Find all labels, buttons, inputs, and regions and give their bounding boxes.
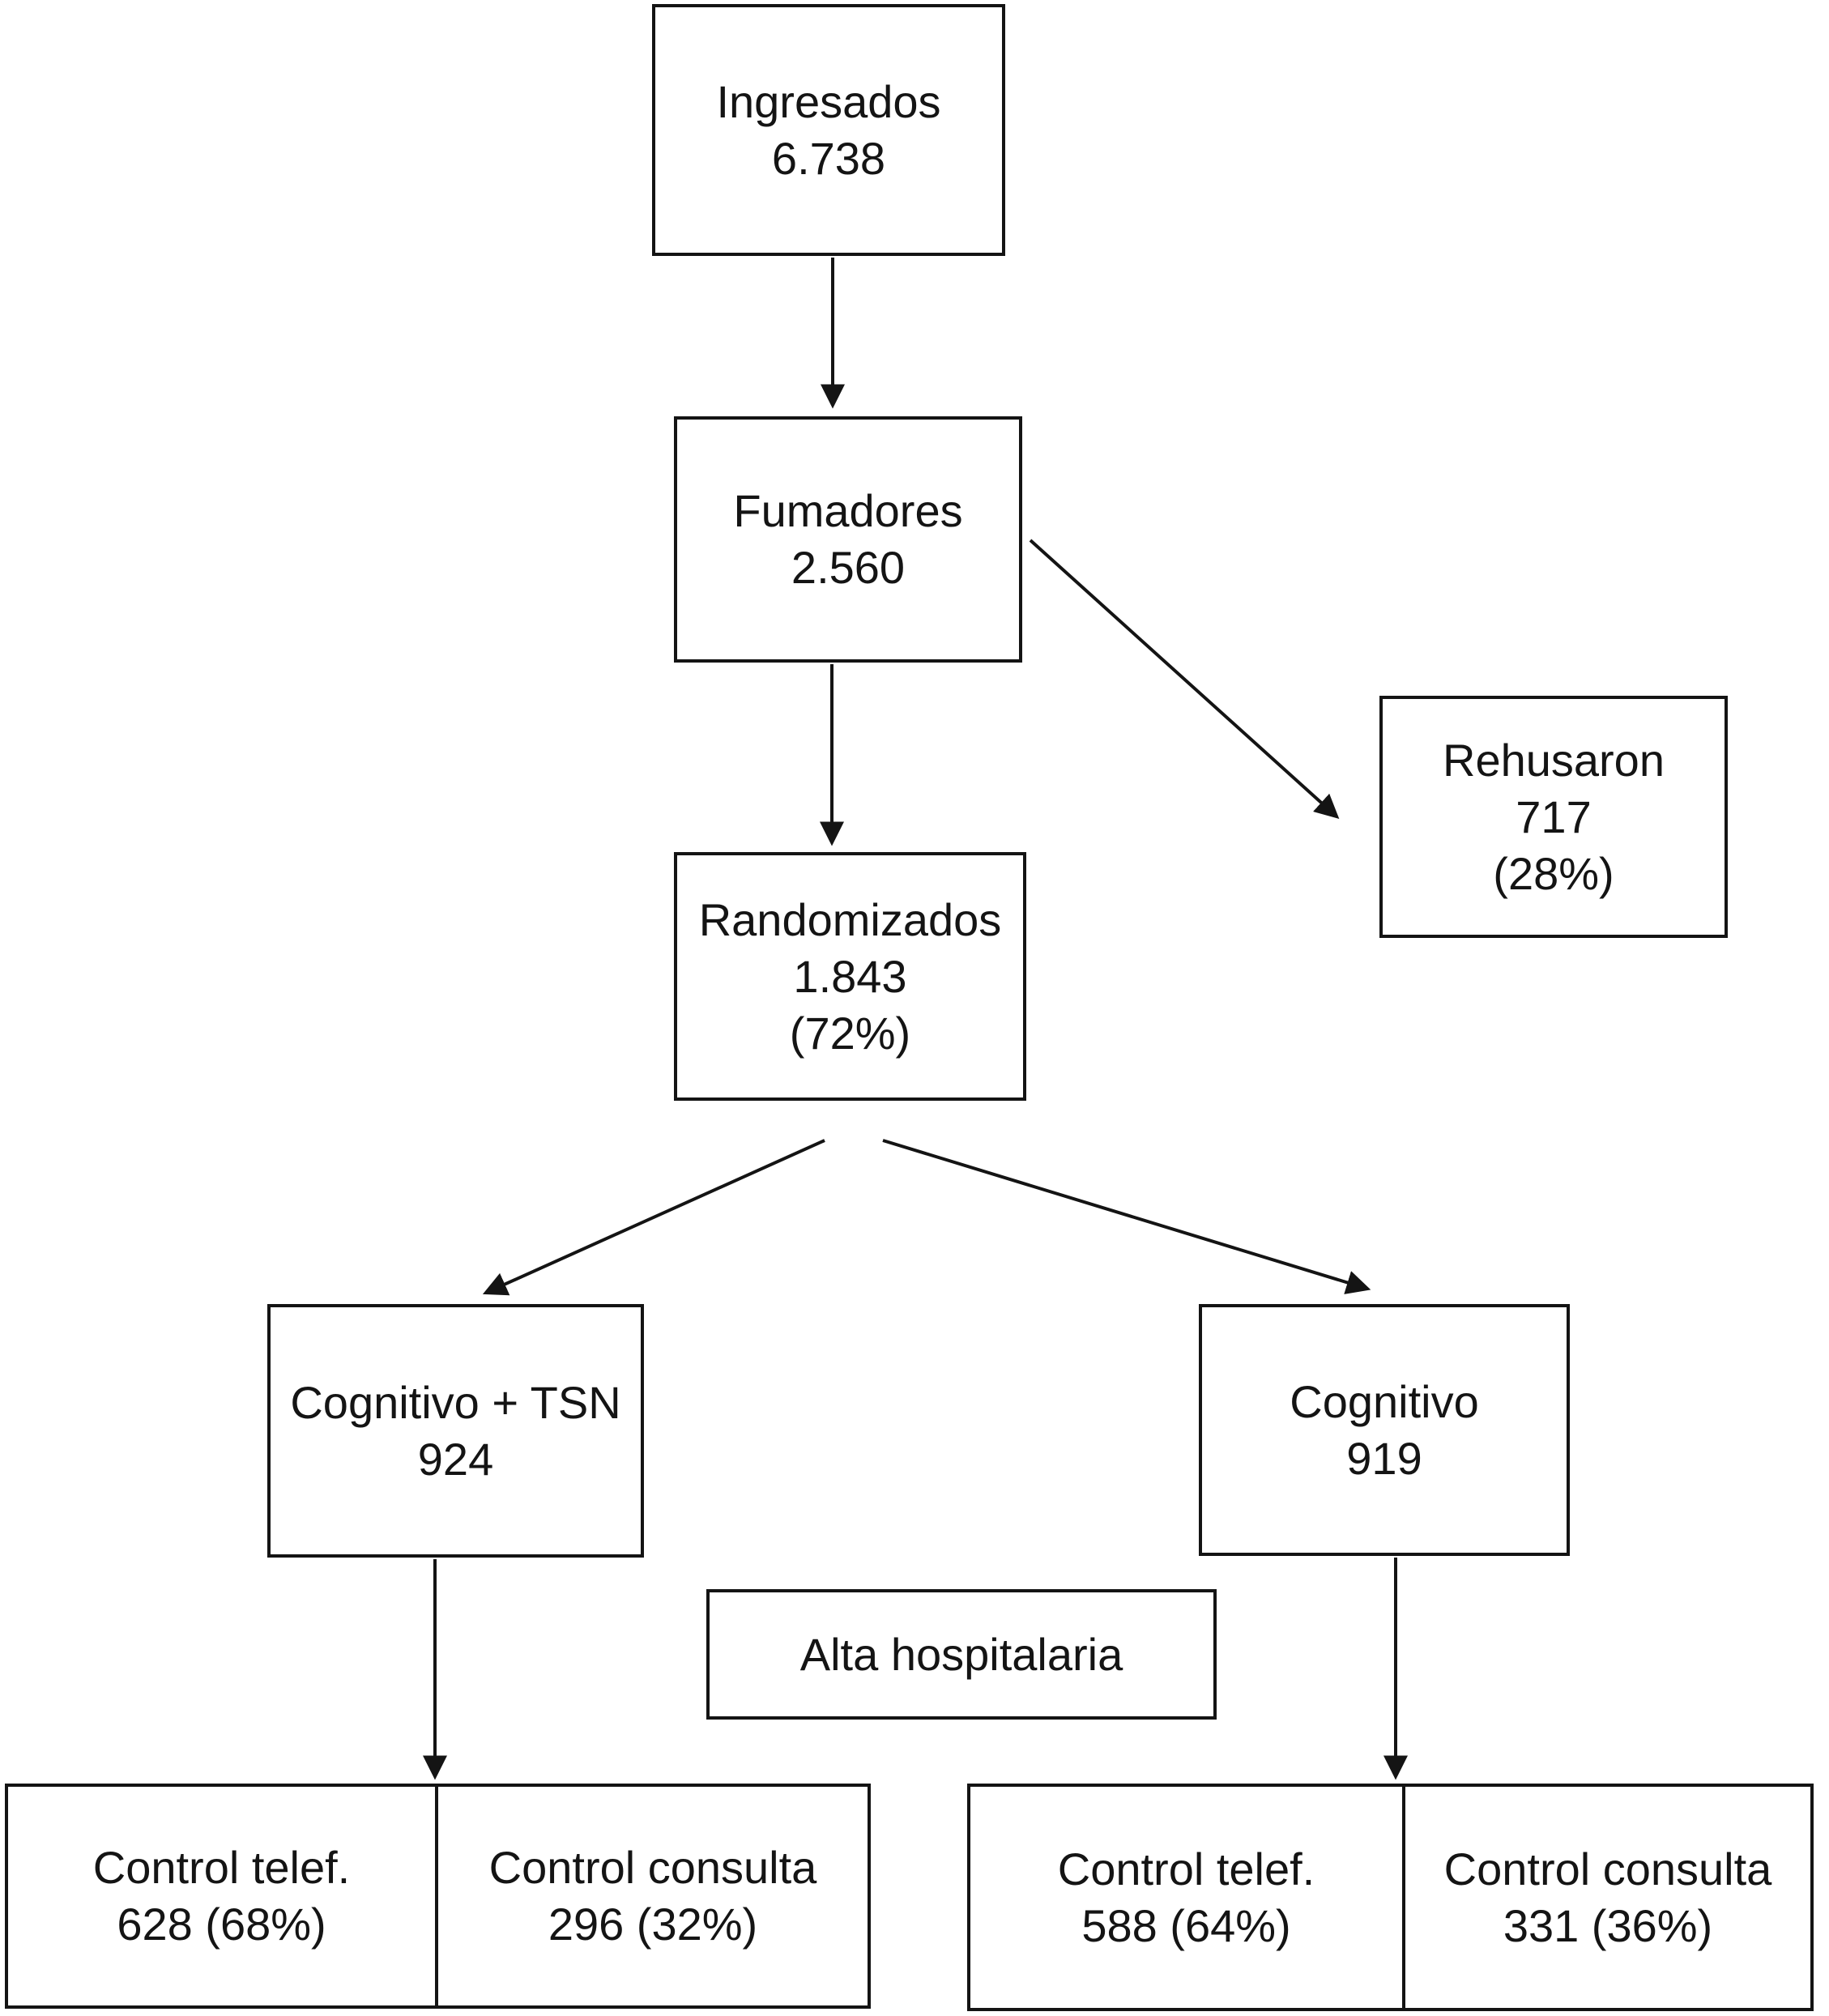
cell-value: 628 (68%) bbox=[117, 1899, 326, 1950]
cell-cog-control-consulta: Control consulta 331 (36%) bbox=[1402, 1787, 1810, 2008]
cell-label: Control telef. bbox=[1057, 1843, 1315, 1895]
node-value: 919 bbox=[1346, 1432, 1422, 1484]
node-value: 924 bbox=[417, 1433, 494, 1485]
node-label: Fumadores bbox=[733, 485, 963, 536]
node-fumadores: Fumadores 2.560 bbox=[674, 416, 1022, 663]
cell-value: 331 (36%) bbox=[1503, 1899, 1713, 1951]
cell-tsn-control-consulta: Control consulta 296 (32%) bbox=[435, 1787, 868, 2005]
cell-value: 588 (64%) bbox=[1081, 1899, 1291, 1951]
cell-label: Control consulta bbox=[1443, 1843, 1772, 1895]
cell-label: Control telef. bbox=[92, 1842, 351, 1893]
node-label: Randomizados bbox=[698, 893, 1002, 945]
arrow-fumadores-to-rehusaron bbox=[1029, 539, 1340, 820]
cell-label: Control consulta bbox=[488, 1842, 817, 1893]
cell-value: 296 (32%) bbox=[548, 1899, 758, 1950]
node-alta-hospitalaria: Alta hospitalaria bbox=[706, 1589, 1217, 1720]
node-tsn-controls: Control telef. 628 (68%) Control consult… bbox=[5, 1784, 871, 2009]
node-percent: (28%) bbox=[1493, 847, 1614, 899]
node-value: 717 bbox=[1516, 791, 1592, 842]
arrow-randomizados-to-cognitivo-tsn bbox=[482, 1139, 825, 1296]
node-value: 1.843 bbox=[793, 950, 907, 1002]
node-cog-controls: Control telef. 588 (64%) Control consult… bbox=[967, 1784, 1814, 2011]
node-label: Cognitivo + TSN bbox=[290, 1376, 621, 1428]
cell-cog-control-telef: Control telef. 588 (64%) bbox=[970, 1787, 1402, 2008]
node-label: Rehusaron bbox=[1443, 734, 1665, 786]
node-label: Alta hospitalaria bbox=[799, 1628, 1123, 1680]
node-cognitivo-tsn: Cognitivo + TSN 924 bbox=[267, 1304, 644, 1558]
cell-tsn-control-telef: Control telef. 628 (68%) bbox=[8, 1787, 435, 2005]
node-label: Cognitivo bbox=[1290, 1375, 1479, 1427]
node-randomizados: Randomizados 1.843 (72%) bbox=[674, 852, 1026, 1101]
node-rehusaron: Rehusaron 717 (28%) bbox=[1379, 696, 1728, 938]
node-percent: (72%) bbox=[789, 1007, 911, 1059]
node-value: 2.560 bbox=[791, 542, 906, 593]
node-value: 6.738 bbox=[771, 132, 886, 184]
node-label: Ingresados bbox=[716, 75, 941, 127]
node-ingresados: Ingresados 6.738 bbox=[652, 4, 1005, 256]
arrow-randomizados-to-cognitivo bbox=[882, 1139, 1371, 1294]
node-cognitivo: Cognitivo 919 bbox=[1199, 1304, 1570, 1556]
